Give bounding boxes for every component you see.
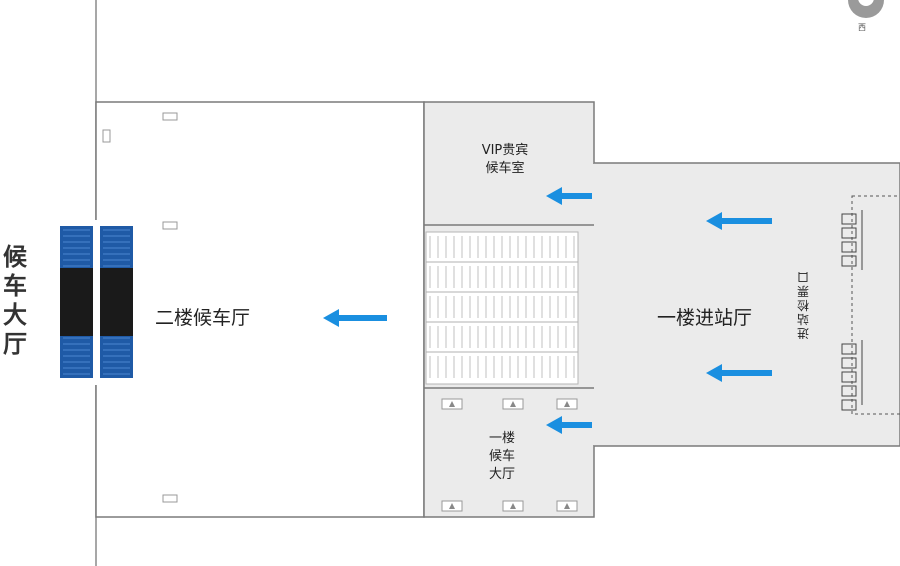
elevator-icon <box>162 494 178 503</box>
entry-hall-join <box>593 164 597 445</box>
arrow-left-icon <box>706 364 772 382</box>
elevator-icon <box>162 221 178 230</box>
entry-hall-room <box>594 162 900 447</box>
elevator-icon <box>162 112 178 121</box>
turnstile-icon <box>841 210 863 411</box>
vip-room-label: VIP贵宾 候车室 <box>481 143 529 176</box>
elevator-icon <box>102 129 111 143</box>
arrow-left-icon <box>706 212 772 230</box>
waiting-hall-side-title: 候 车 大 厅 <box>3 243 27 358</box>
connection-bridge <box>60 220 133 385</box>
first-floor-hall-label: 一楼 候车 大厅 <box>488 431 515 482</box>
compass-direction-label: 西 <box>858 23 866 32</box>
entrance-label: 进站检票口 <box>797 270 810 340</box>
second-floor-hall-label: 二楼候车厅 <box>155 307 251 329</box>
arrow-left-icon <box>546 416 592 434</box>
entry-hall-label: 一楼进站厅 <box>657 307 753 329</box>
arrow-left-icon <box>546 187 592 205</box>
escalator-stairs <box>425 231 579 385</box>
entrance-boundary <box>851 195 900 415</box>
second-floor-hall-room <box>95 101 425 518</box>
compass-icon <box>848 0 884 18</box>
arrow-left-icon <box>323 309 387 327</box>
